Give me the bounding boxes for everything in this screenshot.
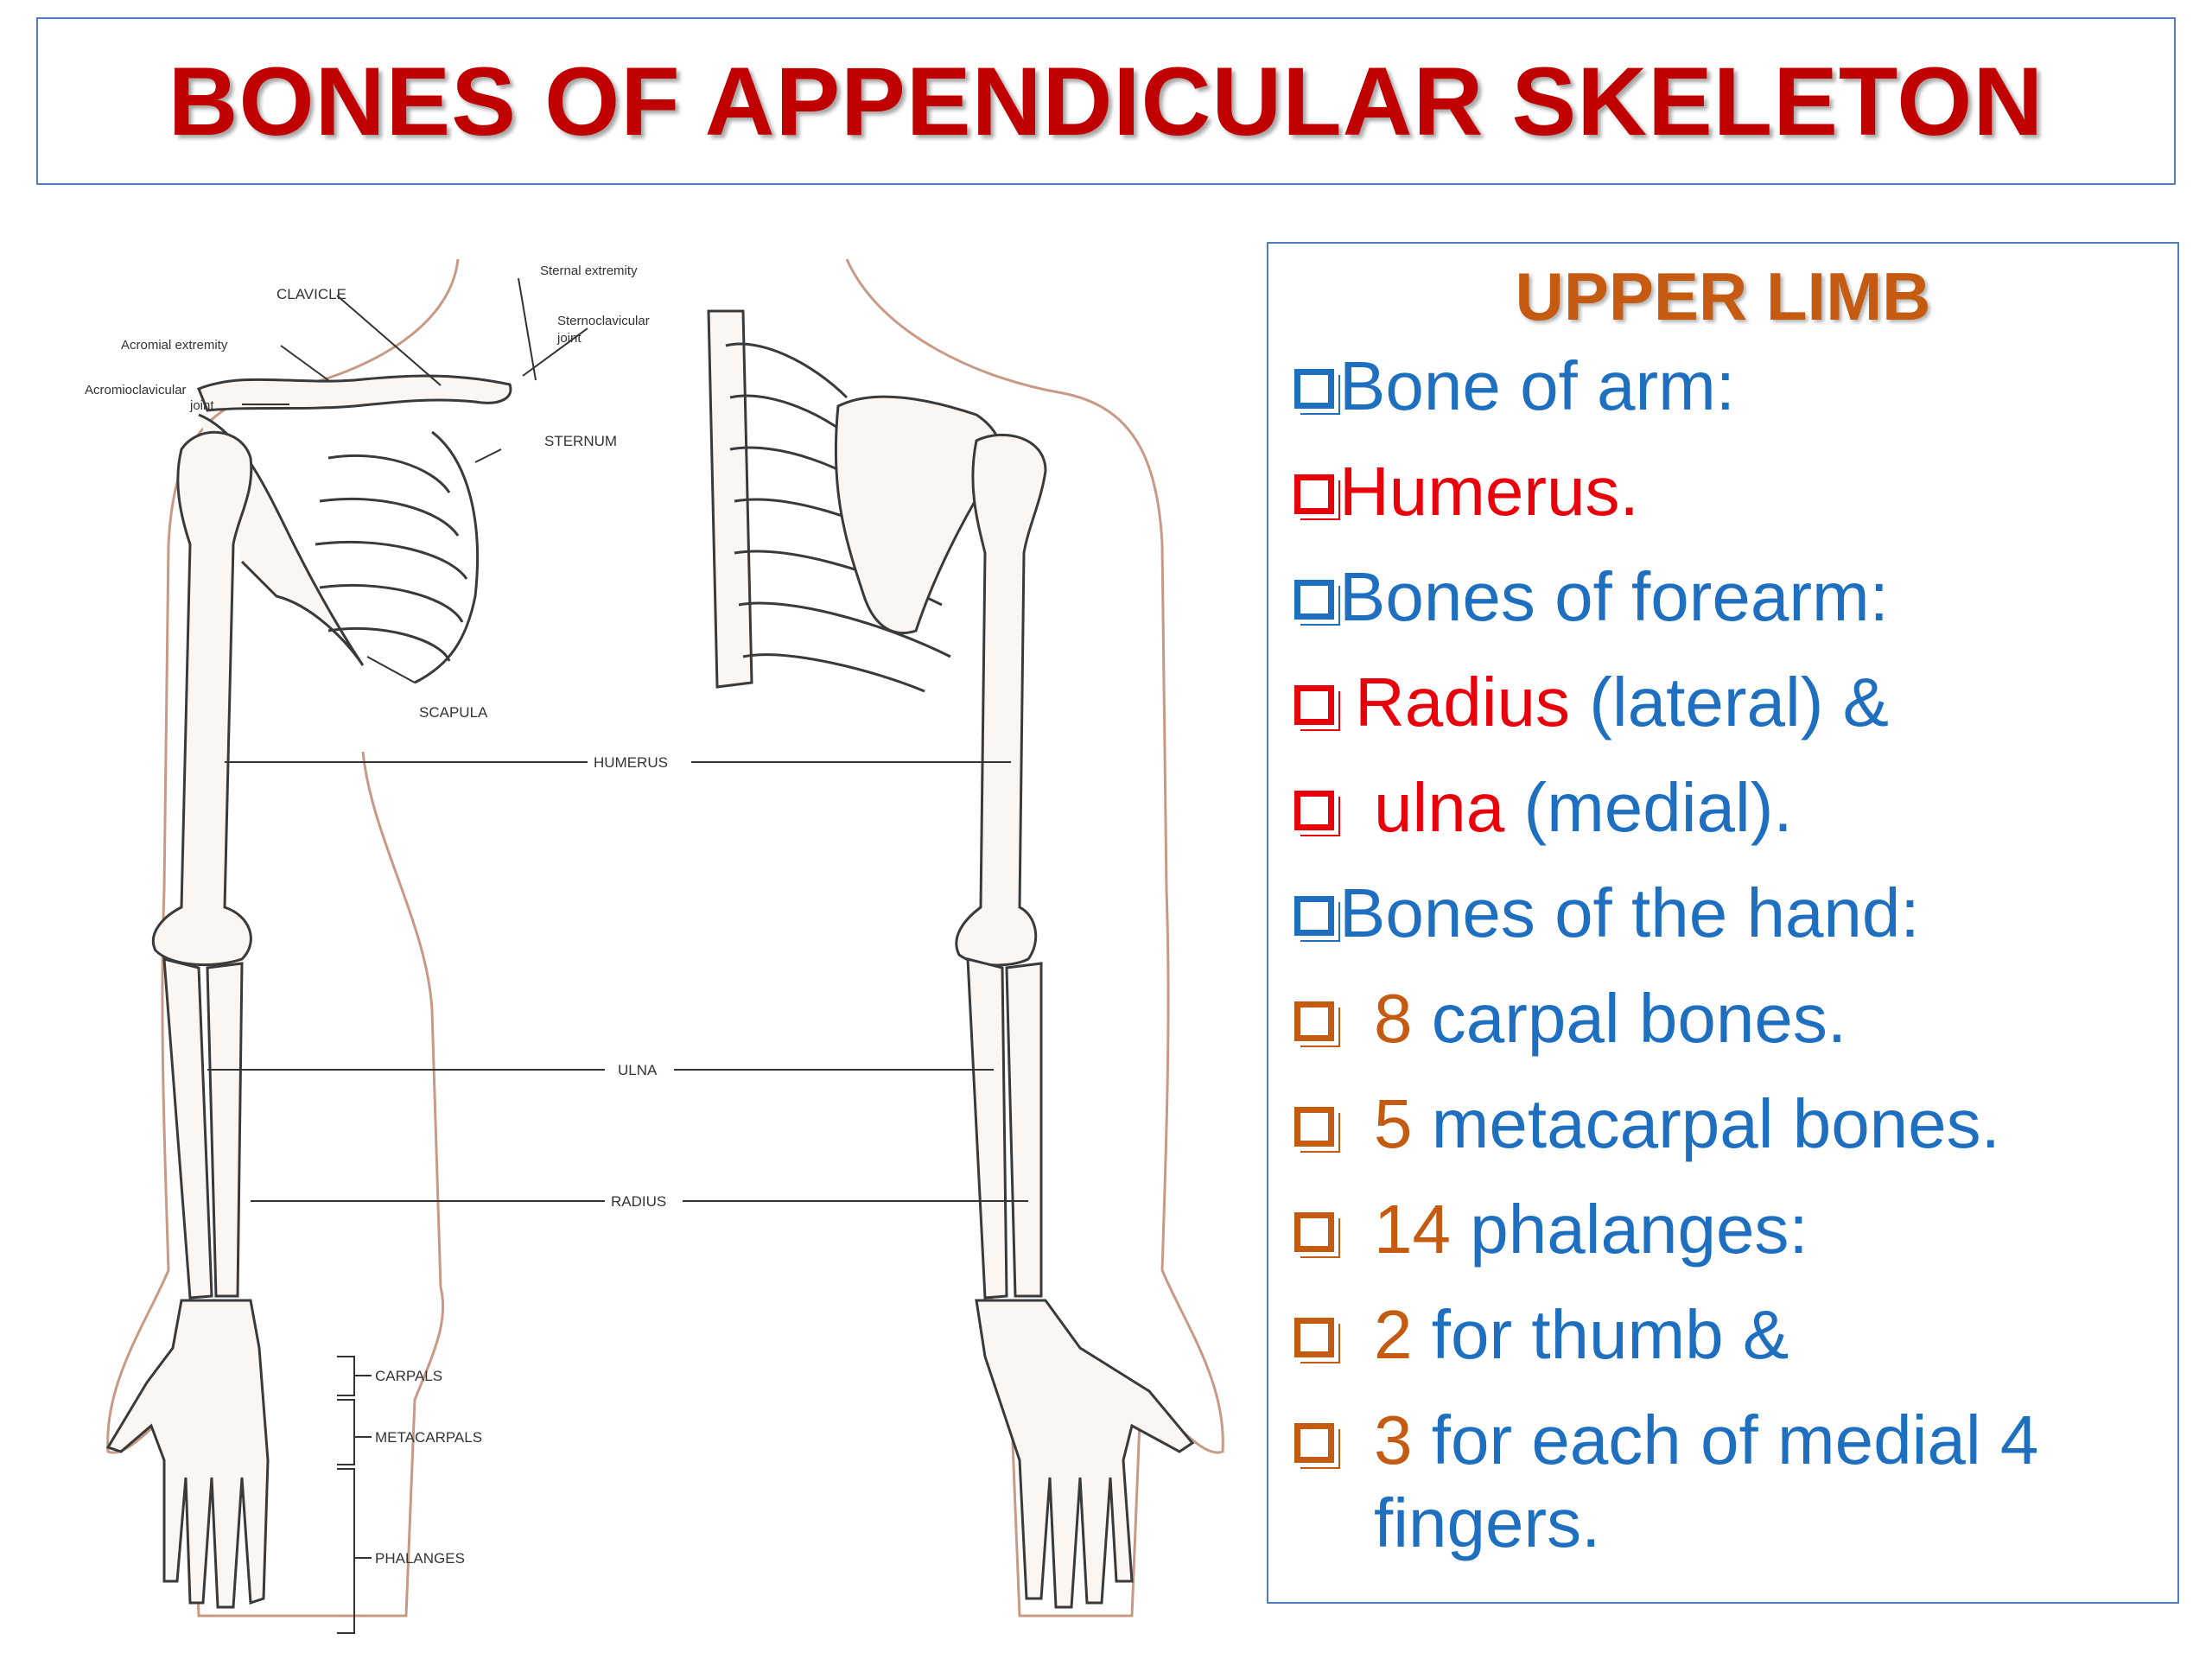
label-sternum: STERNUM (544, 433, 617, 449)
item-number: 3 (1374, 1402, 1413, 1478)
list-item: 2 for thumb & (1294, 1294, 2152, 1399)
list-item: 14 phalanges: (1294, 1188, 2152, 1294)
label-carpals: CARPALS (375, 1368, 442, 1384)
skeleton-illustration: CLAVICLE Sternal extremity Acromial extr… (69, 233, 1244, 1650)
item-text: Humerus. (1339, 453, 1639, 530)
item-text: carpal bones. (1412, 980, 1847, 1057)
label-humerus: HUMERUS (594, 754, 668, 771)
label-acromioclavicular-1: Acromioclavicular (85, 383, 187, 397)
upper-limb-panel: UPPER LIMB Bone of arm: Humerus. Bones o… (1267, 242, 2179, 1604)
label-acromioclavicular-2: joint (189, 398, 214, 413)
label-metacarpals: METACARPALS (375, 1429, 482, 1446)
label-clavicle: CLAVICLE (276, 286, 346, 302)
label-ulna: ULNA (618, 1062, 658, 1078)
list-item: 5 metacarpal bones. (1294, 1083, 2152, 1188)
checkbox-bullet-icon (1294, 896, 1334, 936)
title-banner: BONES OF APPENDICULAR SKELETON (36, 17, 2176, 185)
item-number: 14 (1374, 1191, 1451, 1268)
item-number: 8 (1374, 980, 1413, 1057)
label-radius: RADIUS (611, 1193, 666, 1210)
checkbox-bullet-icon (1294, 369, 1334, 409)
item-text: (medial). (1504, 769, 1793, 846)
checkbox-bullet-icon (1294, 1107, 1334, 1147)
list-item: 3 for each of medial 4 fingers. (1294, 1399, 2152, 1565)
label-sternoclavicular-2: joint (556, 331, 582, 346)
item-text: phalanges: (1450, 1191, 1808, 1268)
list-item: Bones of the hand: (1294, 872, 2152, 977)
label-phalanges: PHALANGES (375, 1550, 465, 1567)
label-scapula: SCAPULA (419, 704, 488, 721)
label-acromial-extremity: Acromial extremity (121, 338, 228, 353)
checkbox-bullet-icon (1294, 1318, 1334, 1357)
panel-heading: UPPER LIMB (1515, 258, 1931, 334)
list-item: Bone of arm: (1294, 345, 2152, 450)
page-title: BONES OF APPENDICULAR SKELETON (168, 47, 2044, 156)
item-text: Bones of the hand: (1339, 874, 1920, 951)
right-skeleton (707, 309, 1195, 1609)
checkbox-bullet-icon (1294, 474, 1334, 514)
checkbox-bullet-icon (1294, 791, 1334, 830)
item-text: Bones of forearm: (1339, 558, 1889, 635)
label-sternoclavicular-1: Sternoclavicular (557, 314, 650, 328)
checkbox-bullet-icon (1294, 580, 1334, 620)
leader-lines (207, 277, 1028, 1634)
item-number: 2 (1374, 1296, 1413, 1373)
item-number: 5 (1374, 1085, 1413, 1162)
skeleton-diagram: CLAVICLE Sternal extremity Acromial extr… (85, 258, 1224, 1634)
item-text: for each of medial 4 fingers. (1374, 1402, 2039, 1561)
list-item: Bones of forearm: (1294, 556, 2152, 661)
checkbox-bullet-icon (1294, 1423, 1334, 1463)
checkbox-bullet-icon (1294, 1212, 1334, 1252)
checkbox-bullet-icon (1294, 1001, 1334, 1041)
list-item: 8 carpal bones. (1294, 977, 2152, 1083)
item-text: Bone of arm: (1339, 347, 1736, 424)
list-item: Humerus. (1294, 450, 2152, 556)
item-text: for thumb & (1412, 1296, 1789, 1373)
left-skeleton (105, 374, 512, 1609)
item-text-highlight: Radius (1355, 664, 1571, 741)
label-sternal-extremity: Sternal extremity (540, 264, 638, 278)
item-text-highlight: ulna (1374, 769, 1505, 846)
checkbox-bullet-icon (1294, 685, 1334, 725)
item-text: (lateral) & (1570, 664, 1890, 741)
item-text: metacarpal bones. (1412, 1085, 2000, 1162)
list-item: ulna (medial). (1294, 766, 2152, 872)
list-item: Radius (lateral) & (1294, 661, 2152, 766)
